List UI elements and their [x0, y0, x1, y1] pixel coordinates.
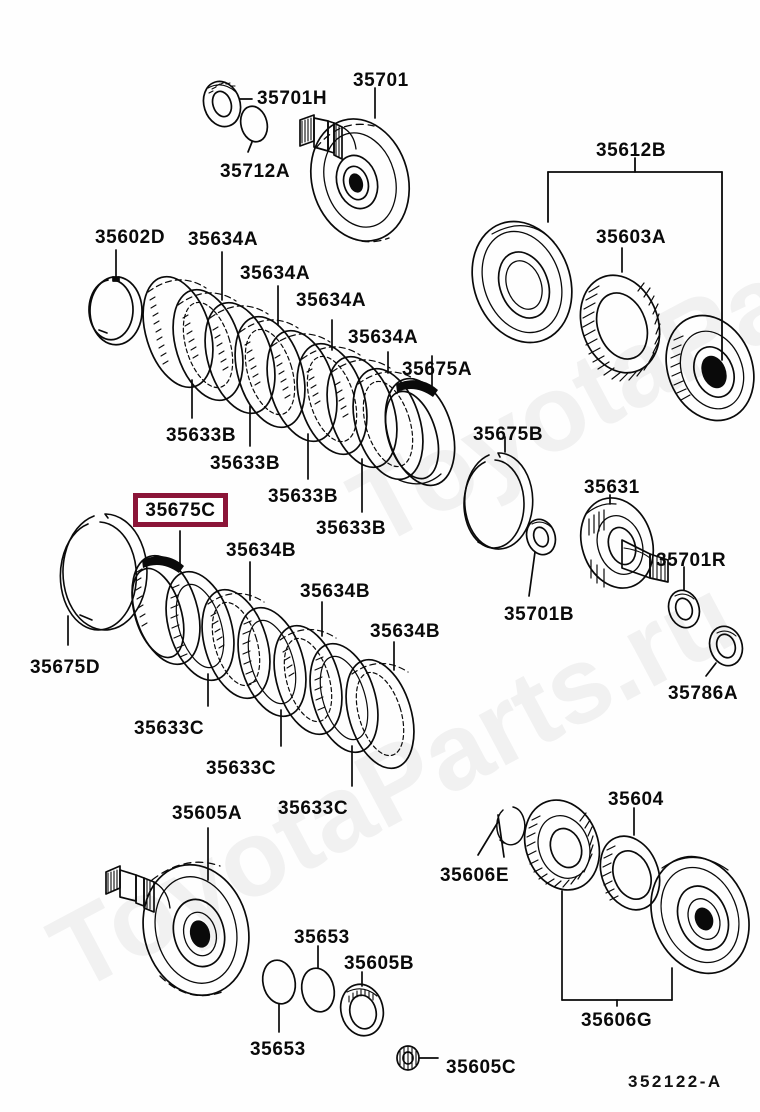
part-35606E-snapring	[477, 806, 526, 858]
clutch-pack-lower	[131, 530, 415, 787]
part-label-35701b[interactable]: 35701B	[504, 604, 575, 625]
part-label-35606g[interactable]: 35606G	[581, 1010, 653, 1031]
part-label-35634a[interactable]: 35634A	[188, 229, 259, 250]
part-label-35712a[interactable]: 35712A	[220, 161, 291, 182]
part-label-35701[interactable]: 35701	[353, 70, 409, 91]
part-label-35605a[interactable]: 35605A	[172, 803, 243, 824]
part-label-35603a[interactable]: 35603A	[596, 227, 667, 248]
part-label-35634b[interactable]: 35634B	[300, 581, 371, 602]
part-35602D-snapring	[88, 249, 143, 346]
part-label-35606e[interactable]: 35606E	[440, 865, 510, 886]
part-label-35633b[interactable]: 35633B	[166, 425, 237, 446]
part-label-35701h[interactable]: 35701H	[257, 88, 328, 109]
part-label-35633b[interactable]: 35633B	[268, 486, 339, 507]
part-35701R-race	[667, 566, 701, 629]
part-35701-drum	[299, 87, 411, 243]
part-label-35634b[interactable]: 35634B	[370, 621, 441, 642]
part-label-35634a[interactable]: 35634A	[348, 327, 419, 348]
part-35631-hub	[579, 494, 669, 589]
part-label-35633b[interactable]: 35633B	[316, 518, 387, 539]
part-label-text: 35675C	[145, 499, 216, 521]
part-35605B-bushing	[339, 971, 385, 1037]
part-35606G-retainer	[561, 855, 750, 1007]
part-label-35612b[interactable]: 35612B	[596, 140, 667, 161]
part-label-35631[interactable]: 35631	[584, 477, 640, 498]
part-35786A-bearing	[705, 625, 744, 677]
figure-id: 352122-A	[628, 1072, 723, 1091]
part-label-35633c[interactable]: 35633C	[134, 718, 205, 739]
part-35712A-washer	[239, 105, 269, 153]
part-label-35786a[interactable]: 35786A	[668, 683, 739, 704]
part-35612B-piston	[471, 220, 573, 344]
part-label-35634a[interactable]: 35634A	[296, 290, 367, 311]
part-label-35653[interactable]: 35653	[250, 1039, 306, 1060]
part-label-35634b[interactable]: 35634B	[226, 540, 297, 561]
part-35653-seal-b	[300, 945, 336, 1013]
highlighted-part-label-35675c[interactable]: 35675C	[133, 493, 228, 527]
part-label-35675a[interactable]: 35675A	[402, 359, 473, 380]
part-label-35634a[interactable]: 35634A	[240, 263, 311, 284]
part-35653-seal-a	[261, 959, 297, 1033]
part-35675B-snapring	[463, 436, 534, 550]
part-35612B-ring	[665, 314, 755, 422]
bracket-35612B	[547, 157, 723, 361]
part-35675C-flange	[131, 530, 201, 666]
part-35603A-spring	[579, 247, 661, 382]
part-35605A-drum	[105, 827, 250, 997]
part-label-35701r[interactable]: 35701R	[656, 550, 727, 571]
part-label-35675b[interactable]: 35675B	[473, 424, 544, 445]
part-label-35675d[interactable]: 35675D	[30, 657, 101, 678]
part-35675D-snapring	[59, 513, 148, 646]
part-35604-spring	[599, 807, 661, 911]
part-label-35605b[interactable]: 35605B	[344, 953, 415, 974]
part-label-35633c[interactable]: 35633C	[278, 798, 349, 819]
part-label-35602d[interactable]: 35602D	[95, 227, 166, 248]
part-label-35604[interactable]: 35604	[608, 789, 664, 810]
part-label-35605c[interactable]: 35605C	[446, 1057, 517, 1078]
part-35701H-race	[202, 80, 253, 128]
part-35675A-flange	[384, 355, 456, 487]
part-label-35633b[interactable]: 35633B	[210, 453, 281, 474]
clutch-pack-upper	[142, 251, 456, 513]
part-label-35653[interactable]: 35653	[294, 927, 350, 948]
part-label-35633c[interactable]: 35633C	[206, 758, 277, 779]
part-35605C-roller	[396, 1045, 439, 1071]
part-35701B-race	[525, 518, 557, 597]
part-35606G-piston	[523, 799, 601, 1001]
